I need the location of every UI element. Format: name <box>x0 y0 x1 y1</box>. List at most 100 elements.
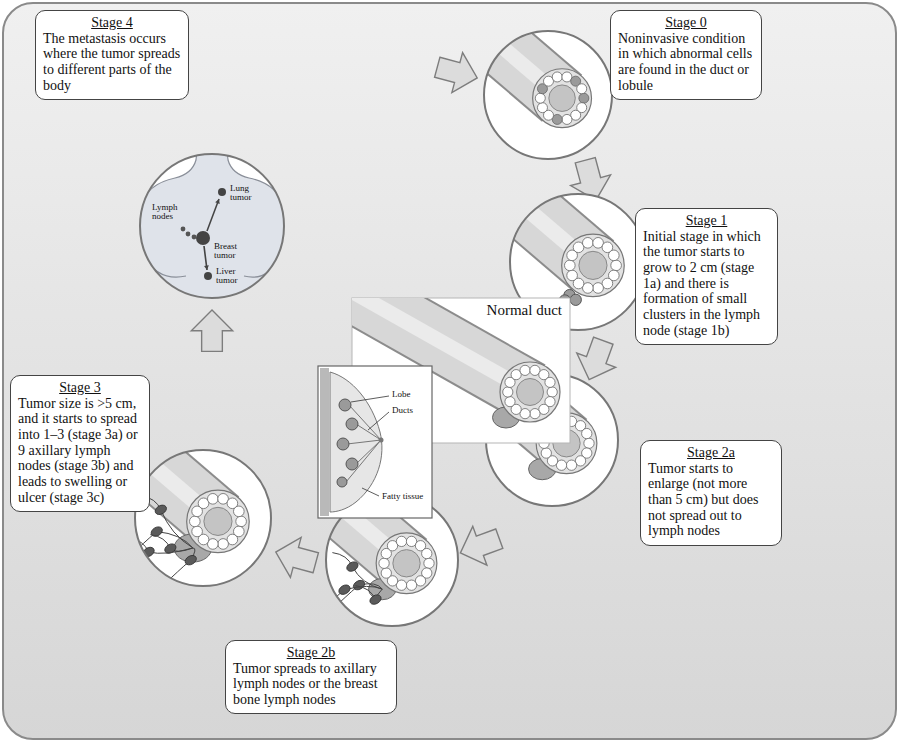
duct-cell <box>422 548 432 558</box>
stage-description: Tumor size is >5 cm, and it starts to sp… <box>18 396 142 506</box>
stage-heading: Stage 2a <box>648 445 774 461</box>
metastasis-illustration <box>136 140 288 305</box>
duct-cell <box>535 93 545 103</box>
duct-section <box>562 234 625 297</box>
stage-box: Stage 4The metastasis occurs where the t… <box>35 10 189 100</box>
lymph-node-dot <box>181 227 186 232</box>
spread-arrow-head <box>215 199 219 204</box>
panel-title: Normal duct <box>360 302 562 319</box>
lobe-shape <box>346 458 358 470</box>
duct-cell <box>611 260 622 271</box>
organ-label: Breast tumor <box>214 242 246 261</box>
milk-duct <box>347 440 381 444</box>
stage-box: Stage 1Initial stage in which the tumor … <box>635 208 778 345</box>
lymph-node <box>183 554 198 567</box>
lobe-shape <box>346 418 358 430</box>
duct-cell <box>552 72 562 82</box>
lymph-node <box>154 503 169 516</box>
duct-lumen <box>393 550 420 577</box>
duct-lumen <box>549 85 575 111</box>
leader-line <box>351 396 389 402</box>
lymph-node <box>345 560 360 573</box>
illustration-part <box>503 365 558 418</box>
block-arrow <box>270 532 321 583</box>
lymph-node <box>368 593 383 606</box>
inset-frame <box>318 366 432 518</box>
stage-heading: Stage 3 <box>18 380 142 396</box>
duct-drawing <box>465 15 592 128</box>
illustration-frame: Normal duct <box>352 298 570 443</box>
duct-cell <box>520 365 530 375</box>
duct-cell <box>582 428 592 438</box>
stage-box: Stage 3Tumor size is >5 cm, and it start… <box>10 375 150 512</box>
chest-wall <box>320 368 329 516</box>
duct-cell <box>537 103 547 113</box>
block-arrow <box>453 519 506 572</box>
circle-outline <box>135 450 271 586</box>
breast-profile <box>330 372 382 512</box>
duct-cell <box>545 377 555 387</box>
circle-outline <box>140 154 284 298</box>
block-arrow <box>432 47 483 98</box>
lymph-node <box>337 583 352 596</box>
duct-lumen <box>204 507 232 535</box>
duct-tube <box>490 177 593 265</box>
stage-heading: Stage 1 <box>643 213 770 229</box>
lobe-shape <box>339 399 351 411</box>
leader-line <box>368 412 389 430</box>
duct-cell <box>505 397 515 407</box>
illustration-part <box>564 238 621 294</box>
duct-cell <box>564 260 575 271</box>
duct-cell <box>547 387 557 397</box>
milk-duct <box>356 440 381 464</box>
duct-cell <box>396 536 406 546</box>
duct-lumen <box>579 251 607 279</box>
duct-cell <box>567 270 578 281</box>
stage-heading: Stage 2b <box>233 645 389 661</box>
duct-cell <box>608 250 619 261</box>
anatomy-label: Fatty tissue <box>382 492 423 501</box>
lymph-vessel <box>149 548 193 553</box>
duct-tube <box>465 15 562 98</box>
stage-heading: Stage 0 <box>618 15 754 31</box>
breast-outline <box>244 256 280 277</box>
lung-tumor-dot <box>218 188 226 196</box>
illustration-part <box>189 494 246 550</box>
duct-wall <box>490 177 593 265</box>
organ-label: Liver tumor <box>216 267 246 286</box>
milk-duct <box>356 424 381 440</box>
anatomy-label: Lobe <box>392 390 411 399</box>
anatomy-label: Ducts <box>392 406 413 415</box>
leader-line <box>362 488 379 496</box>
duct-cell <box>189 516 200 527</box>
spread-arrow-head <box>204 265 209 270</box>
duct-cell <box>192 526 203 537</box>
stage-box: Stage 0Noninvasive condition in which ab… <box>610 10 762 100</box>
block-arrow <box>191 310 232 351</box>
duct-cell <box>562 114 572 124</box>
duct-section <box>187 490 250 553</box>
duct-lumen <box>517 379 544 406</box>
lymph-node-dot <box>192 235 197 240</box>
duct-section <box>376 533 437 594</box>
duct-cell <box>566 460 576 470</box>
duct-highlight <box>465 15 562 98</box>
stage-illustration <box>465 15 612 159</box>
organ-label: Lymph nodes <box>152 203 184 222</box>
duct-section <box>500 362 560 422</box>
illustration-part <box>535 72 589 124</box>
duct-highlight <box>490 177 593 265</box>
liver-tumor-dot <box>204 272 212 280</box>
duct-cell <box>424 558 434 568</box>
body-drawing <box>136 140 288 305</box>
duct-cell <box>541 448 551 458</box>
stage-description: Tumor starts to enlarge (not more than 5… <box>648 461 774 539</box>
duct-cell <box>577 84 587 94</box>
duct-cell <box>218 539 229 550</box>
duct-section <box>533 69 592 128</box>
nipple <box>379 438 384 443</box>
breast-anatomy <box>318 366 432 518</box>
illustration-part <box>379 536 434 590</box>
